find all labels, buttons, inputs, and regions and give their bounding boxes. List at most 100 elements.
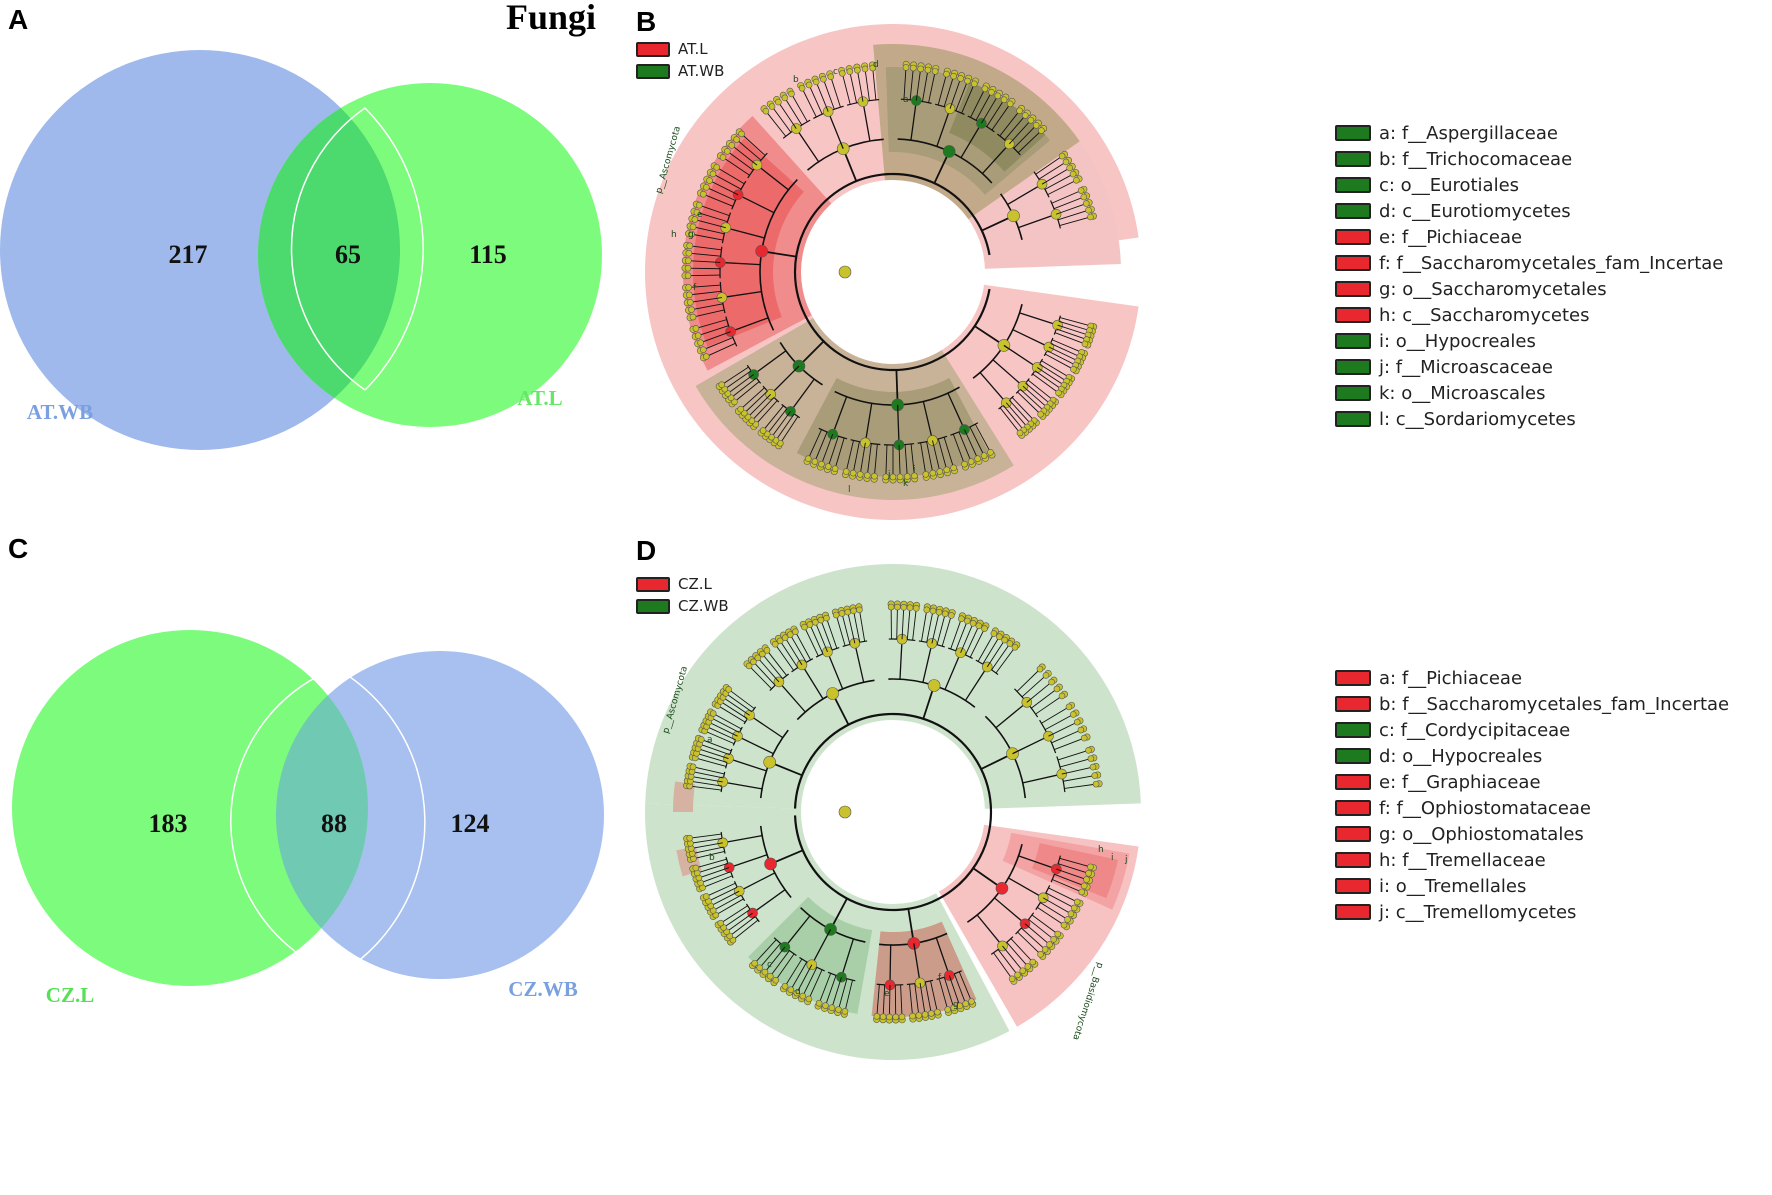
leaf-node: [772, 976, 780, 984]
tree-leaf-branch: [689, 833, 722, 839]
sector-label: c: [767, 960, 772, 970]
tree-leaf-branch: [856, 70, 864, 102]
tree-leaf-branch: [906, 607, 911, 640]
leaf-node: [691, 216, 699, 223]
leaf-node: [996, 633, 1003, 641]
tree-leaf-branch: [706, 882, 736, 897]
leaf-node: [962, 1000, 969, 1007]
legend-swatch: [1335, 255, 1371, 271]
leaf-node: [896, 473, 904, 481]
tree-branch: [795, 128, 820, 163]
legend-swatch: [1335, 670, 1371, 686]
tree-branch: [854, 643, 865, 683]
leaf-node: [950, 464, 957, 472]
leaf-node: [820, 75, 827, 83]
tree-leaf-branch: [960, 623, 974, 653]
sector-label: h: [671, 230, 677, 240]
legend-label: j: f__Microascaceae: [1379, 356, 1553, 378]
tree-leaf-branch: [831, 977, 842, 1008]
leaf-node: [754, 654, 762, 662]
leaf-node: [1067, 910, 1075, 918]
tree-leaf-branch: [1050, 343, 1080, 358]
tree-branch: [1012, 735, 1049, 755]
leaf-node: [792, 628, 799, 636]
venn-a-right-label: AT.L: [517, 386, 562, 410]
tree-leaf-branch: [720, 905, 748, 924]
tree-leaf-branch: [732, 919, 759, 941]
leaf-node: [756, 964, 764, 972]
legend-item: h: f__Tremellaceae: [1335, 847, 1546, 873]
tree-leaf-branch: [754, 939, 777, 964]
legend-item: g: o__Ophiostomatales: [1335, 821, 1584, 847]
leaf-node: [827, 73, 835, 80]
tree-branch: [899, 639, 903, 680]
tree-center: [801, 720, 985, 904]
tree-leaf-branch: [691, 233, 724, 241]
tree-leaf-branch: [712, 894, 742, 911]
legend-item: i: o__Hypocreales: [1335, 328, 1536, 354]
leaf-node: [817, 616, 825, 624]
leaf-node: [685, 291, 693, 299]
tree-leaf-branch: [1002, 405, 1024, 431]
leaf-node: [751, 959, 758, 967]
legend-item: f: f__Ophiostomataceae: [1335, 795, 1591, 821]
tree-branch: [944, 652, 962, 690]
legend-swatch: [1335, 722, 1371, 738]
tree-branch: [721, 291, 762, 299]
tree-leaf-branch: [779, 640, 799, 668]
leaf-node: [1069, 170, 1077, 178]
tree-leaf-branch: [826, 617, 838, 649]
tree-leaf-branch: [741, 133, 766, 156]
leaf-node: [702, 353, 710, 360]
tree-leaf-branch: [1057, 324, 1089, 336]
leaf-node: [1058, 692, 1066, 700]
leaf-node: [936, 468, 944, 475]
tree-branch: [832, 396, 848, 435]
tree-leaf-branch: [982, 636, 1000, 665]
leaf-node: [1070, 366, 1077, 373]
leaf-node: [1055, 389, 1062, 397]
leaf-node: [956, 1002, 964, 1010]
venn-a-right-count: 115: [469, 240, 507, 269]
tree-branch: [910, 100, 917, 141]
leaf-node: [1085, 869, 1092, 877]
tree-leaf-branch: [818, 973, 832, 1004]
tree-leaf-branch: [901, 607, 905, 640]
tree-leaf-branch: [949, 78, 962, 109]
tree-leaf-branch: [713, 713, 742, 730]
leaf-node: [759, 427, 767, 434]
tree-leaf-branch: [1048, 721, 1078, 737]
leaf-node: [706, 177, 713, 184]
legend-label: d: c__Eurotiomycetes: [1379, 200, 1571, 222]
leaf-node: [728, 142, 736, 149]
leaf-node: [898, 1013, 906, 1021]
legend-item: e: f__Graphiaceae: [1335, 769, 1541, 795]
tree-leaf-branch: [1028, 919, 1054, 940]
tree-leaf-branch: [762, 405, 784, 431]
tree-leaf-branch: [969, 628, 985, 658]
tree-leaf-branch: [695, 757, 727, 767]
tree-branch: [936, 108, 951, 147]
tree-branch: [722, 835, 763, 844]
leaf-node: [693, 209, 701, 216]
clade-node: [995, 881, 1009, 895]
tree-leaf-branch: [1008, 119, 1032, 145]
leaf-node: [1066, 164, 1073, 172]
clade-node: [927, 679, 941, 692]
leaf-node: [686, 299, 694, 306]
leaf-node: [699, 346, 707, 353]
tree-leaf-branch: [1006, 942, 1029, 967]
tree-leaf-branch: [730, 377, 757, 399]
tree-branch: [862, 101, 871, 142]
clade-node: [1007, 209, 1020, 223]
leaf-node: [745, 662, 753, 670]
tree-leaf-branch: [1034, 370, 1062, 390]
tree-leaf-branch: [919, 982, 926, 1015]
tree-branch: [960, 122, 983, 159]
tree-leaf-branch: [1038, 161, 1067, 180]
tree-leaf-branch: [1019, 388, 1045, 412]
legend-swatch: [1335, 696, 1371, 712]
tree-branch: [756, 164, 789, 191]
tree-branch: [1003, 344, 1038, 369]
